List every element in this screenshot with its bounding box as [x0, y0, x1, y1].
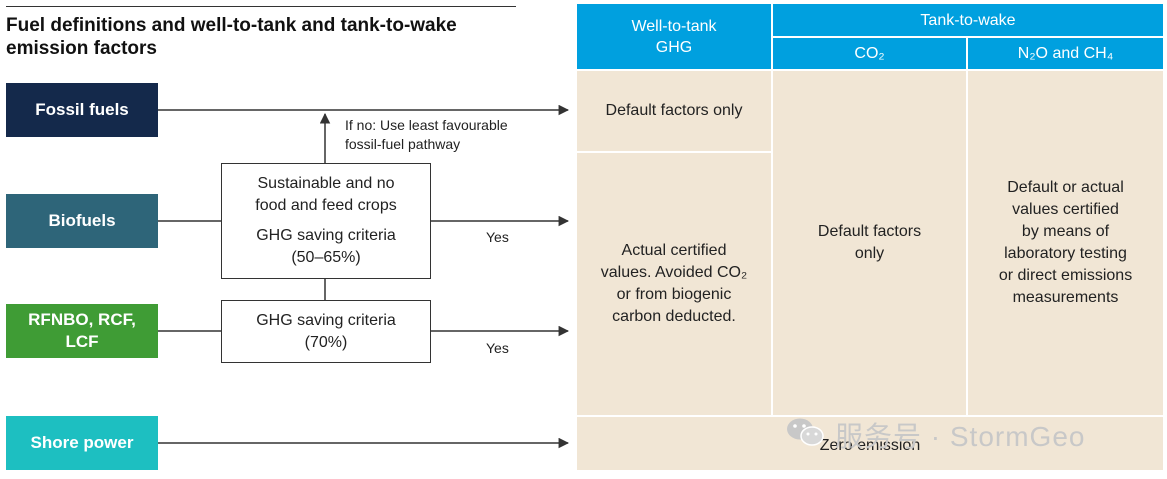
fuel-fossil-box: Fossil fuels: [6, 83, 158, 137]
fuel-rfnbo-box: RFNBO, RCF, LCF: [6, 304, 158, 358]
criteria-rfnbo-box: GHG saving criteria (70%): [221, 300, 431, 363]
criteria-rfnbo-line-1: GHG saving criteria: [256, 311, 396, 329]
cell-n2o-ch4-line-2: values certified: [1012, 201, 1119, 218]
cell-n2o-ch4-line-1: Default or actual: [1007, 179, 1124, 196]
fuel-rfnbo-label-1: RFNBO, RCF,: [28, 310, 136, 329]
watermark-text: 服务号 · StormGeo: [835, 421, 1086, 452]
cell-wtt-fossil: Default factors only: [577, 71, 771, 151]
header-n2o-ch4-label: N₂O and CH₄: [1017, 45, 1114, 62]
cell-co2: Default factors only: [773, 71, 966, 415]
cell-wtt-fossil-text: Default factors only: [605, 102, 743, 119]
fuel-biofuels-box: Biofuels: [6, 194, 158, 248]
cell-n2o-ch4-line-5: or direct emissions: [998, 267, 1133, 284]
header-well-to-tank: Well-to-tank GHG: [577, 4, 771, 69]
header-well-to-tank-line-2: GHG: [655, 38, 693, 56]
page-title-line-2: emission factors: [6, 38, 157, 59]
criteria-biofuels-line-2: food and feed crops: [255, 197, 397, 214]
cell-zero-emission-text: Zero emission: [819, 436, 921, 454]
cell-n2o-ch4-line-6: measurements: [1012, 289, 1119, 306]
cell-wtt-certified-line-2: values. Avoided CO₂: [600, 264, 748, 281]
header-tank-to-wake-label: Tank-to-wake: [920, 11, 1016, 29]
if-no-note: If no: Use least favourable fossil-fuel …: [345, 116, 508, 154]
title-rule: [6, 6, 516, 7]
page-title: Fuel definitions and well-to-tank and ta…: [6, 14, 536, 60]
criteria-rfnbo-line-2: (70%): [304, 333, 348, 351]
cell-wtt-certified-line-4: carbon deducted.: [612, 308, 736, 325]
criteria-biofuels-line-1: Sustainable and no: [257, 175, 395, 192]
criteria-biofuels-line-4: (50–65%): [291, 249, 361, 266]
criteria-biofuels-box: Sustainable and no food and feed crops G…: [221, 163, 431, 279]
fuel-rfnbo-label-2: LCF: [65, 332, 99, 351]
fuel-fossil-label: Fossil fuels: [35, 100, 129, 119]
fuel-shore-power-label: Shore power: [30, 433, 134, 452]
if-no-note-line-2: fossil-fuel pathway: [345, 136, 461, 152]
if-no-note-line-1: If no: Use least favourable: [345, 117, 508, 133]
cell-co2-line-1: Default factors: [817, 223, 922, 240]
watermark: 服务号 · StormGeo: [785, 415, 1085, 455]
cell-n2o-ch4: Default or actual values certified by me…: [968, 71, 1163, 415]
cell-wtt-certified-line-1: Actual certified: [621, 242, 727, 259]
header-n2o-ch4: N₂O and CH₄: [968, 38, 1163, 69]
cell-zero-emission: Zero emission: [577, 417, 1163, 470]
wechat-icon: [785, 416, 825, 455]
fuel-shore-power-box: Shore power: [6, 416, 158, 470]
criteria-biofuels-line-3: GHG saving criteria: [256, 227, 396, 244]
page-title-line-1: Fuel definitions and well-to-tank and ta…: [6, 15, 457, 36]
header-co2: CO₂: [773, 38, 966, 69]
cell-n2o-ch4-line-4: laboratory testing: [1004, 245, 1127, 262]
header-tank-to-wake: Tank-to-wake: [773, 4, 1163, 36]
cell-wtt-certified: Actual certified values. Avoided CO₂ or …: [577, 153, 771, 415]
header-well-to-tank-line-1: Well-to-tank: [631, 17, 717, 35]
yes-label-biofuels: Yes: [486, 229, 509, 245]
cell-wtt-certified-line-3: or from biogenic: [616, 286, 732, 303]
fuel-biofuels-label: Biofuels: [48, 211, 116, 230]
cell-n2o-ch4-line-3: by means of: [1021, 223, 1110, 240]
cell-co2-line-2: only: [854, 245, 885, 262]
yes-label-rfnbo: Yes: [486, 340, 509, 356]
header-co2-label: CO₂: [854, 45, 885, 62]
